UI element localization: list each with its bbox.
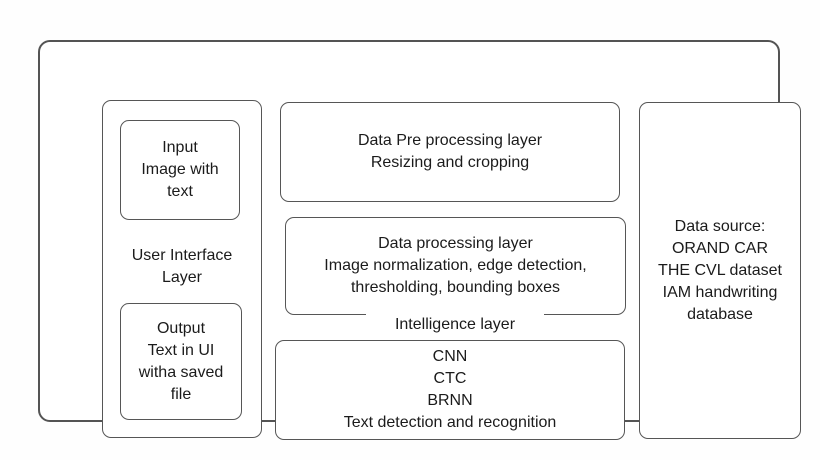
intelligence-layer-label: Intelligence layer bbox=[366, 310, 544, 339]
data-source-box: Data source: ORAND CAR THE CVL dataset I… bbox=[639, 102, 801, 439]
input-box: Input Image with text bbox=[120, 120, 240, 220]
intelligence-layer-box: CNN CTC BRNN Text detection and recognit… bbox=[275, 340, 625, 440]
ui-layer-label: User Interface Layer bbox=[131, 247, 233, 286]
data-preprocessing-box: Data Pre processing layer Resizing and c… bbox=[280, 102, 620, 202]
system-boundary-box: Input Image with text User Interface Lay… bbox=[38, 40, 801, 440]
output-box: Output Text in UI witha saved file bbox=[120, 303, 242, 420]
data-processing-box: Data processing layer Image normalizatio… bbox=[285, 217, 626, 315]
